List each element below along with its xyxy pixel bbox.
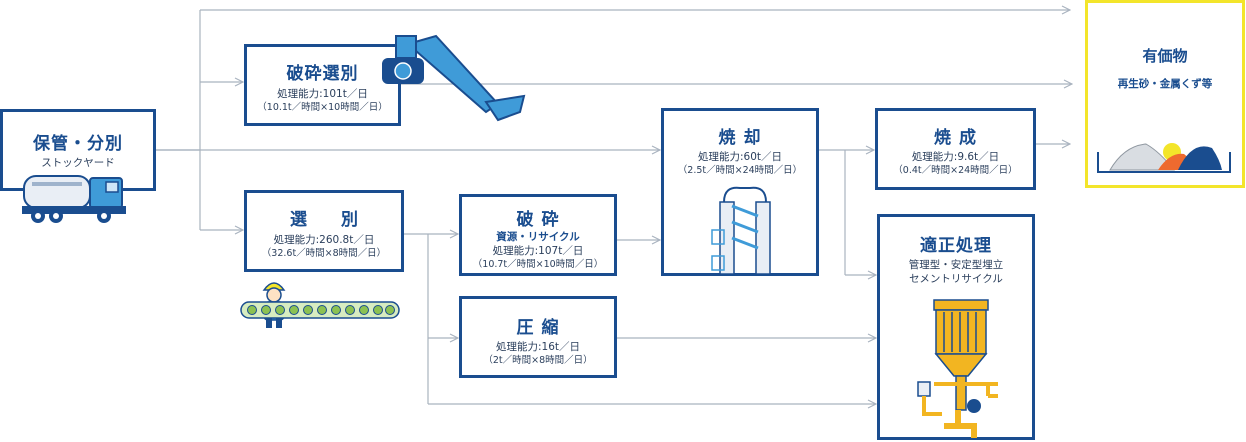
- compression-box: 圧 縮 処理能力:16t／日 （2t／時間×8時間／日）: [459, 296, 617, 378]
- sorting-capacity: 処理能力:260.8t／日: [273, 234, 375, 246]
- crushing-title: 破 砕: [516, 210, 560, 230]
- crushing-tag: 資源・リサイクル: [496, 231, 580, 243]
- firing-detail: （0.4t／時間×24時間／日）: [893, 165, 1018, 176]
- incineration-box: 焼 却 処理能力:60t／日 （2.5t／時間×24時間／日）: [661, 108, 819, 276]
- crushing-sorting-title: 破砕選別: [286, 64, 359, 84]
- firing-capacity: 処理能力:9.6t／日: [911, 151, 1000, 163]
- truck-icon: [22, 175, 126, 223]
- compression-title: 圧 縮: [516, 318, 560, 338]
- sorting-detail: （32.6t／時間×8時間／日）: [261, 248, 387, 259]
- conveyor-icon: [240, 301, 400, 319]
- crushing-capacity: 処理能力:107t／日: [492, 245, 584, 257]
- crushing-detail: （10.7t／時間×10時間／日）: [472, 259, 604, 270]
- proper-treatment-line2: セメントリサイクル: [909, 273, 1003, 285]
- valuables-subtitle: 再生砂・金属くず等: [1117, 78, 1213, 90]
- firing-title: 焼 成: [934, 128, 977, 148]
- storage-subtitle: ストックヤード: [41, 157, 115, 169]
- proper-treatment-line1: 管理型・安定型埋立: [908, 259, 1004, 271]
- incinerator-icon: [711, 186, 771, 274]
- storage-title: 保管・分別: [33, 134, 123, 154]
- compression-detail: （2t／時間×8時間／日）: [483, 355, 593, 366]
- compression-capacity: 処理能力:16t／日: [495, 341, 580, 353]
- crushing-box: 破 砕 資源・リサイクル 処理能力:107t／日 （10.7t／時間×10時間／…: [459, 194, 617, 276]
- proper-treatment-title: 適正処理: [920, 236, 992, 256]
- sorting-title: 選 別: [290, 210, 372, 230]
- incineration-capacity: 処理能力:60t／日: [697, 151, 782, 163]
- incineration-detail: （2.5t／時間×24時間／日）: [677, 165, 803, 176]
- crushing-sorting-box: 破砕選別 処理能力:101t／日 （10.1t／時間×10時間／日）: [244, 44, 401, 126]
- sorting-box: 選 別 処理能力:260.8t／日 （32.6t／時間×8時間／日）: [244, 190, 404, 272]
- material-piles-icon: [1097, 143, 1231, 173]
- crushing-sorting-capacity: 処理能力:101t／日: [277, 88, 368, 100]
- firing-box: 焼 成 処理能力:9.6t／日 （0.4t／時間×24時間／日）: [875, 108, 1036, 190]
- crusher-machine-icon: [382, 34, 526, 122]
- incineration-title: 焼 却: [718, 128, 762, 148]
- crushing-sorting-detail: （10.1t／時間×10時間／日）: [257, 102, 388, 113]
- separator-machine-icon: [917, 299, 998, 438]
- valuables-title: 有価物: [1142, 47, 1188, 65]
